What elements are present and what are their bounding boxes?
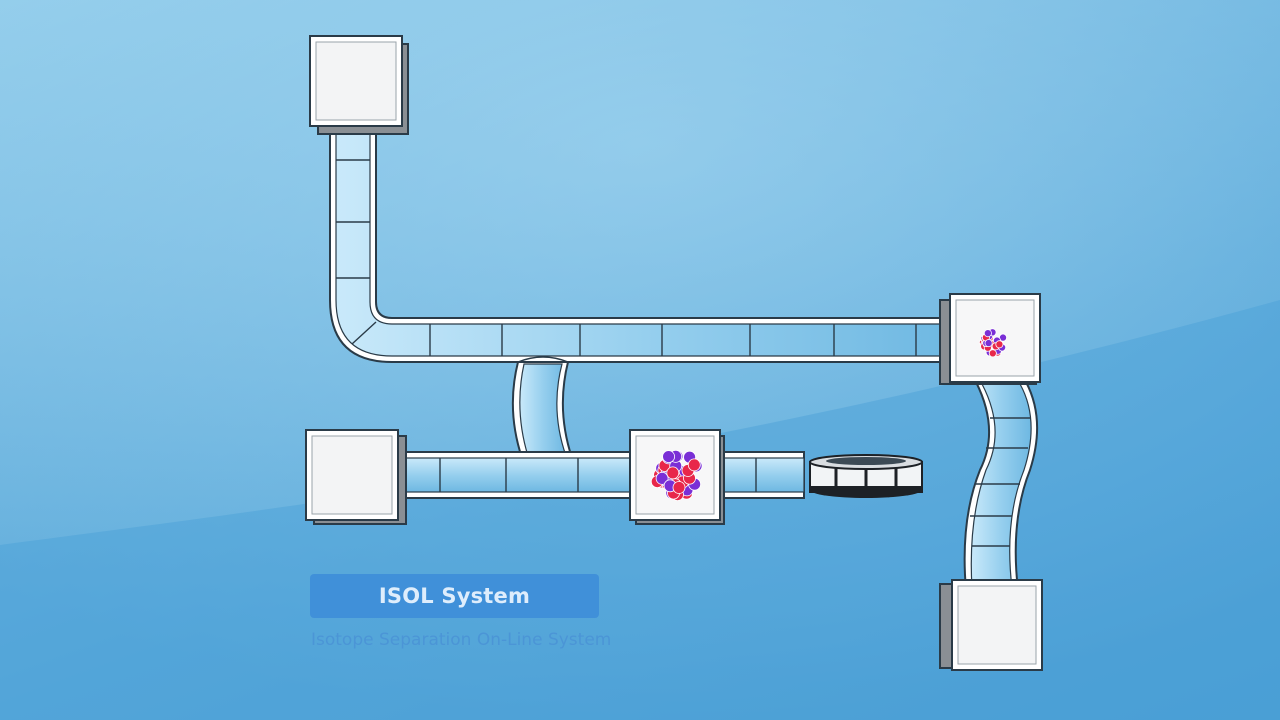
pipe-horizontal-top-segments — [429, 324, 917, 356]
proton-sphere — [988, 349, 997, 358]
proton-sphere — [672, 481, 686, 494]
box-bottom-right — [939, 579, 1043, 671]
neutron-sphere — [983, 329, 992, 338]
box-center — [629, 429, 725, 525]
proton-sphere — [687, 458, 701, 472]
proton-sphere — [666, 466, 680, 480]
neutron-sphere — [662, 450, 675, 464]
atomic-nucleus-icon — [650, 449, 703, 502]
diagram-title: ISOL System — [378, 584, 531, 608]
pipe-vertical-left — [329, 119, 956, 363]
box-top-left — [309, 35, 409, 135]
caption-title-box: ISOL System — [310, 574, 599, 618]
atomic-nucleus-icon — [979, 328, 1008, 358]
pipe-connector — [511, 356, 574, 459]
diagram-subtitle: Isotope Separation On-Line System — [311, 630, 612, 650]
neutron-sphere — [984, 339, 993, 348]
box-lower-left — [305, 429, 407, 525]
neutron-sphere — [655, 471, 669, 485]
proton-sphere — [995, 340, 1004, 349]
pipe-horizontal-lower — [393, 451, 805, 499]
target-disk-icon — [809, 454, 923, 498]
